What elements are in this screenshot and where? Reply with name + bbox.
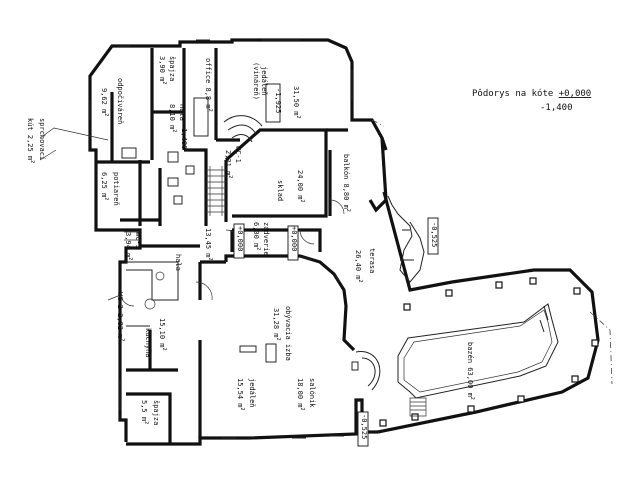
fixtures (39, 39, 359, 439)
svg-text:5,5 m2: 5,5 m2 (140, 400, 149, 424)
svg-text:6,00 m2: 6,00 m2 (252, 222, 261, 250)
labels: Pôdorys na kóte +0,000 -1,400 odpočiváre… (26, 56, 591, 439)
plan-title-level: -1,400 (540, 103, 573, 113)
area-obyvacia: 31,28 m (272, 308, 280, 338)
room-spajza-top: špajza (168, 56, 176, 81)
area-jedalen: 15,54 m (236, 378, 244, 408)
area-kuchyna: 15,10 m (158, 318, 166, 348)
terrace-pool-details (355, 119, 613, 427)
svg-text:26,40 m2: 26,40 m2 (354, 250, 363, 283)
room-sklad: sklad (276, 180, 284, 201)
area-jedalen-vinaren: 31,50 m (292, 86, 300, 116)
room-office: office 8,8 m (204, 58, 212, 109)
area-wc1: 2,31 m (224, 150, 232, 175)
level-zadverie: +0,000 (290, 226, 298, 251)
room-jedalen-vinaren: jedáleň (260, 66, 268, 96)
room-obyvacia: obývacia izba (284, 306, 292, 361)
svg-text:8,10 m2: 8,10 m2 (168, 104, 177, 132)
svg-text:balkón 8,80 m2: balkón 8,80 m2 (342, 154, 351, 212)
svg-text:kút 2,25 m2: kút 2,25 m2 (26, 118, 35, 163)
svg-text:31,28 m2: 31,28 m2 (272, 308, 281, 341)
area-spajza-bottom: 5,5 m (140, 400, 148, 421)
area-terasa: 26,40 m (354, 250, 362, 280)
area-sklad: 24,00 m (296, 170, 304, 200)
plan-title: Pôdorys na kóte +0,000 (472, 88, 591, 99)
area-zadverie: 6,00 m (252, 222, 260, 247)
svg-text:bazén 63,00 m2: bazén 63,00 m2 (466, 342, 475, 400)
room-salonik: salónik (308, 378, 316, 408)
area-sprchovaci: kút 2,25 m (26, 118, 34, 160)
room-zadverie: zádverie (262, 222, 270, 256)
room-hala-top: hala (178, 104, 186, 121)
svg-text:9,62 m2: 9,62 m2 (100, 88, 109, 116)
area-spajza-top: 3,90 m (158, 56, 166, 81)
svg-text:office 8,8 m2: office 8,8 m2 (204, 58, 213, 112)
svg-text:2,31 m2: 2,31 m2 (224, 150, 233, 178)
svg-text:15,54 m2: 15,54 m2 (236, 378, 245, 411)
level-hala: -1,400 (180, 124, 188, 149)
room-kuchyna: kuchyňa (144, 328, 152, 358)
svg-text:24,00 m2: 24,00 m2 (296, 170, 305, 203)
area-potiaren: 6,25 m (100, 172, 108, 197)
area-hala-mid: 13,45 m (204, 228, 212, 258)
room-odpocivaren: odpočiváreň (116, 78, 124, 124)
room-terasa: terasa (368, 248, 376, 273)
svg-text:6,25 m2: 6,25 m2 (100, 172, 109, 200)
walls (88, 38, 600, 446)
room-sprchovaci: sprchovací (38, 118, 46, 160)
room-bazen: bazén 63,00 m (466, 342, 474, 397)
svg-text:18,00 m2: 18,00 m2 (296, 378, 305, 411)
room-wc2: WC-2 2,82 m (116, 292, 124, 338)
svg-text:15,10 m2: 15,10 m2 (158, 318, 167, 351)
room-balkon: balkón 8,80 m (342, 154, 350, 209)
level-terasa: -0,525 (430, 222, 438, 247)
level-marks (193, 83, 439, 447)
svg-text:3,90 m2: 3,90 m2 (158, 56, 167, 84)
area-salonik: 18,00 m (296, 378, 304, 408)
svg-text:WC-2 2,82 m2: WC-2 2,82 m2 (116, 292, 125, 341)
level-hala-mid: +0,000 (236, 226, 244, 251)
room-spajza-bottom: špajza (152, 400, 160, 425)
area-wc3: 3,94 m (124, 232, 132, 257)
svg-text:31,50 m2: 31,50 m2 (292, 86, 301, 119)
room-potiaren: potiareň (112, 172, 120, 206)
level-salonik: -0,525 (360, 414, 368, 439)
room-wc1: WC-1 (234, 146, 242, 163)
svg-text:3,94 m2: 3,94 m2 (124, 232, 133, 260)
room-jedalen: jedáleň (248, 378, 256, 408)
room-wc3: WC-3 (134, 232, 142, 249)
room-jedalen-vinaren-sub: (vináreň) (252, 62, 260, 100)
room-hala-mid: hala (174, 254, 182, 271)
svg-text:13,45 m2: 13,45 m2 (204, 228, 213, 261)
area-odpocivaren: 9,62 m (100, 88, 108, 113)
level-jedalen-vinaren: -1,925 (274, 88, 282, 113)
area-hala-top: 8,10 m (168, 104, 176, 129)
